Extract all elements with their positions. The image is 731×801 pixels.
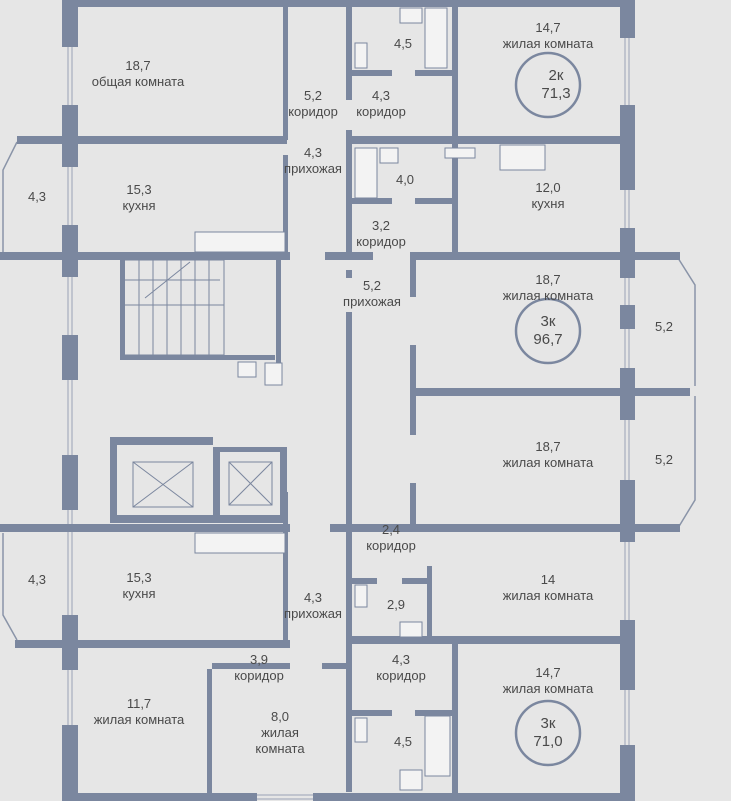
room-area: 3,9 — [249, 652, 269, 667]
apartment-area: 96,7 — [533, 331, 563, 348]
room-area: 14,7 — [535, 665, 561, 680]
room-name: коридор — [356, 234, 406, 249]
stairs — [123, 259, 225, 356]
room-label: 4,0 — [396, 172, 414, 188]
room-area: 4,3 — [371, 88, 391, 103]
room-name: общая комната — [91, 74, 185, 89]
room-area: 18,7 — [535, 272, 561, 287]
room-name: коридор — [356, 104, 406, 119]
room-area: 8,0 — [270, 709, 290, 724]
room-name: коридор — [288, 104, 338, 119]
room-area: 15,3 — [126, 182, 152, 197]
room-area: 5,2 — [303, 88, 323, 103]
room-area: 2,9 — [386, 597, 406, 612]
room-label: 4,5 — [394, 734, 412, 750]
room-name: прихожая — [284, 161, 342, 176]
apartment-badges — [514, 51, 582, 767]
room-area: 5,2 — [654, 319, 674, 334]
room-name: прихожая — [284, 606, 342, 621]
room-area: 15,3 — [126, 570, 152, 585]
room-area: 4,3 — [303, 590, 323, 605]
room-name: жилая комната — [502, 36, 594, 51]
room-area: 11,7 — [126, 696, 152, 711]
apartment-type: 3к — [540, 313, 556, 330]
room-label: 2,9 — [387, 597, 405, 613]
room-name: кухня — [122, 586, 156, 601]
room-label: 4,3 — [28, 189, 46, 205]
walls — [0, 0, 690, 801]
room-area: 4,3 — [27, 572, 47, 587]
room-area: 4,0 — [395, 172, 415, 187]
apartment-area: 71,3 — [541, 85, 571, 102]
fixtures — [194, 7, 546, 791]
room-name: коридор — [234, 668, 284, 683]
apartment-type: 3к — [540, 715, 556, 732]
room-name: жилая комната — [502, 588, 594, 603]
room-area: 5,2 — [362, 278, 382, 293]
room-name: коридор — [366, 538, 416, 553]
room-name: кухня — [122, 198, 156, 213]
room-area: 12,0 — [535, 180, 561, 195]
room-area: 2,4 — [381, 522, 401, 537]
room-area: 14 — [540, 572, 556, 587]
room-area: 4,3 — [27, 189, 47, 204]
room-label: 5,2 — [655, 452, 673, 468]
room-name: жилая — [261, 725, 299, 740]
room-name: кухня — [531, 196, 565, 211]
room-area: 4,5 — [393, 734, 413, 749]
room-name: жилая комната — [502, 288, 594, 303]
room-name-line2: комната — [255, 741, 305, 756]
room-area: 18,7 — [125, 58, 151, 73]
balconies — [2, 141, 696, 641]
room-label: 4,5 — [394, 36, 412, 52]
room-area: 3,2 — [371, 218, 391, 233]
room-name: жилая комната — [93, 712, 185, 727]
room-area: 5,2 — [654, 452, 674, 467]
room-area: 4,5 — [393, 36, 413, 51]
room-name: жилая комната — [502, 681, 594, 696]
room-label: 4,3 — [28, 572, 46, 588]
room-area: 18,7 — [535, 439, 561, 454]
room-name: жилая комната — [502, 455, 594, 470]
apartment-type: 2к — [548, 67, 564, 84]
apartment-area: 71,0 — [533, 733, 563, 750]
room-area: 4,3 — [303, 145, 323, 160]
room-area: 14,7 — [535, 20, 561, 35]
room-name: прихожая — [343, 294, 401, 309]
elevators — [132, 461, 273, 508]
room-area: 4,3 — [391, 652, 411, 667]
room-name: коридор — [376, 668, 426, 683]
room-label: 5,2 — [655, 319, 673, 335]
